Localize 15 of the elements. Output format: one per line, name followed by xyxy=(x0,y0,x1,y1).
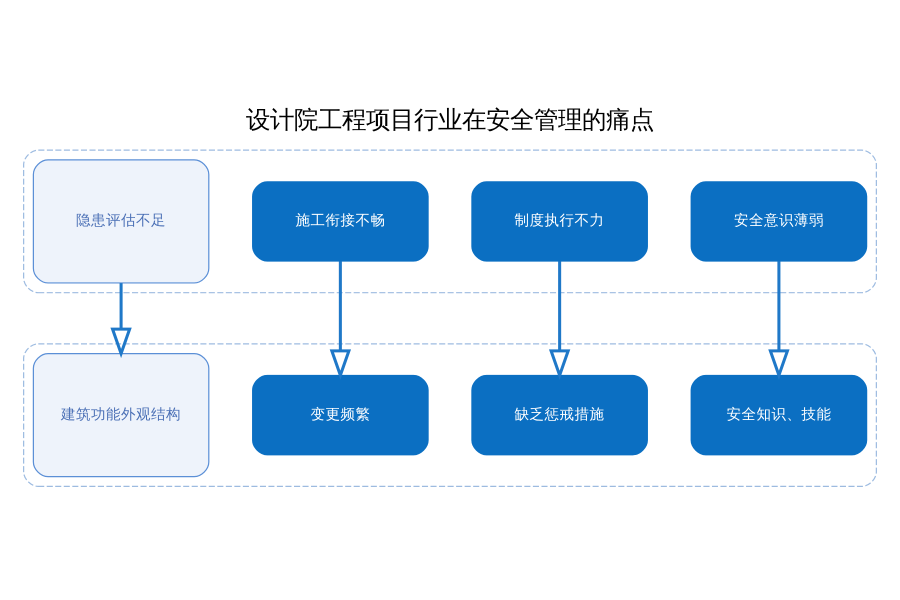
arrow xyxy=(548,261,570,380)
node-box: 安全意识薄弱 xyxy=(690,181,868,262)
arrow xyxy=(110,283,132,358)
diagram-title: 设计院工程项目行业在安全管理的痛点 xyxy=(246,105,654,134)
cluster xyxy=(23,343,877,487)
node-box: 变更频繁 xyxy=(252,374,429,456)
node-box: 建筑功能外观结构 xyxy=(32,353,210,478)
node-box: 安全知识、技能 xyxy=(690,374,868,456)
node-box: 缺乏惩戒措施 xyxy=(471,374,648,456)
arrow xyxy=(768,261,790,380)
cluster xyxy=(23,150,877,294)
node-box: 制度执行不力 xyxy=(471,181,648,262)
node-box: 隐患评估不足 xyxy=(32,159,210,284)
node-box: 施工衔接不畅 xyxy=(252,181,429,262)
arrow xyxy=(330,261,352,380)
